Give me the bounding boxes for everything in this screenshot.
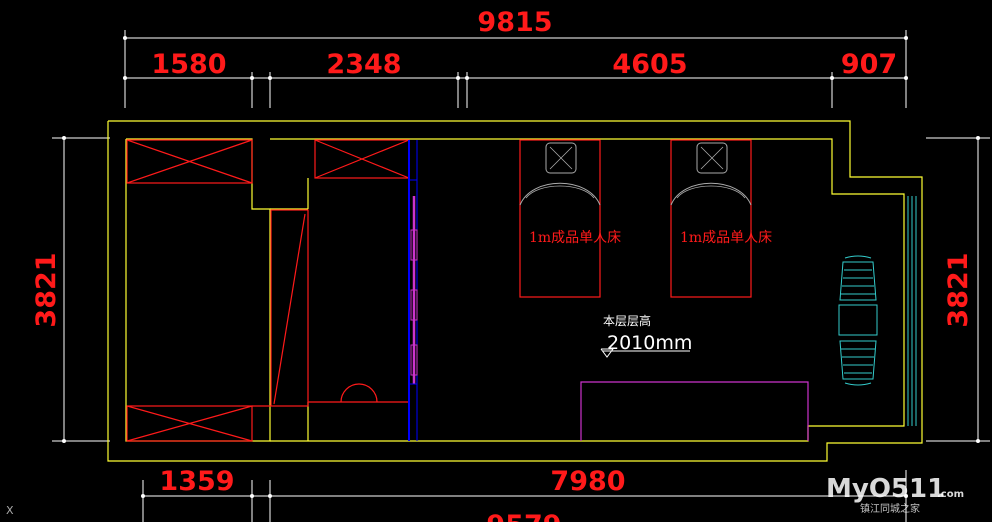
left-dimension [52,137,110,442]
top-dimension-ticks [123,36,908,80]
dimension-overall-top: 9815 [477,7,552,38]
bottom-dimension-ticks [141,494,908,498]
dimension-top-segment-4: 907 [841,49,897,80]
walls [107,120,923,462]
wardrobe [252,209,309,407]
ceiling-height-marker [600,348,690,358]
left-dimension-ticks [62,136,66,443]
ceiling-height-label: 本层层高 [603,313,651,328]
watermark-logo: MyO511 .com 镇江同城之家 [826,474,964,515]
top-dimension-chain [124,30,907,108]
watermark-tagline: 镇江同城之家 [860,502,920,515]
dimension-bottom-segment-2: 7980 [550,466,625,497]
dimension-top-segment-2: 2348 [326,49,401,80]
dimension-bottom-segment-1: 1359 [159,466,234,497]
dimension-right-height: 3821 [943,252,974,327]
ceiling-height-value: 2010mm [607,332,692,354]
bed-label-2: 1m成品单人床 [680,230,772,246]
window-right [907,196,917,426]
single-bed-1 [519,139,601,298]
single-bed-2 [670,139,752,298]
right-dimension-ticks [976,136,980,443]
dimension-left-height: 3821 [31,252,62,327]
dimension-top-segment-3: 4605 [612,49,687,80]
watermark-brand: MyO511 [826,474,945,504]
armchair-bottom [839,340,877,386]
side-table [838,304,878,336]
dimension-top-segment-1: 1580 [151,49,226,80]
bed-label-1: 1m成品单人床 [529,230,621,246]
partition-door [408,140,418,441]
desk [580,381,809,441]
dimension-overall-bottom: 9579 [486,510,561,522]
watermark-domain: .com [937,489,964,500]
cabinet-top-left [126,139,253,184]
cabinet-top-middle [314,139,410,179]
washbasin-counter [308,383,409,403]
armchair-top [839,255,877,301]
cabinet-bottom-left [126,405,253,442]
ucs-x-label: X [6,504,14,517]
